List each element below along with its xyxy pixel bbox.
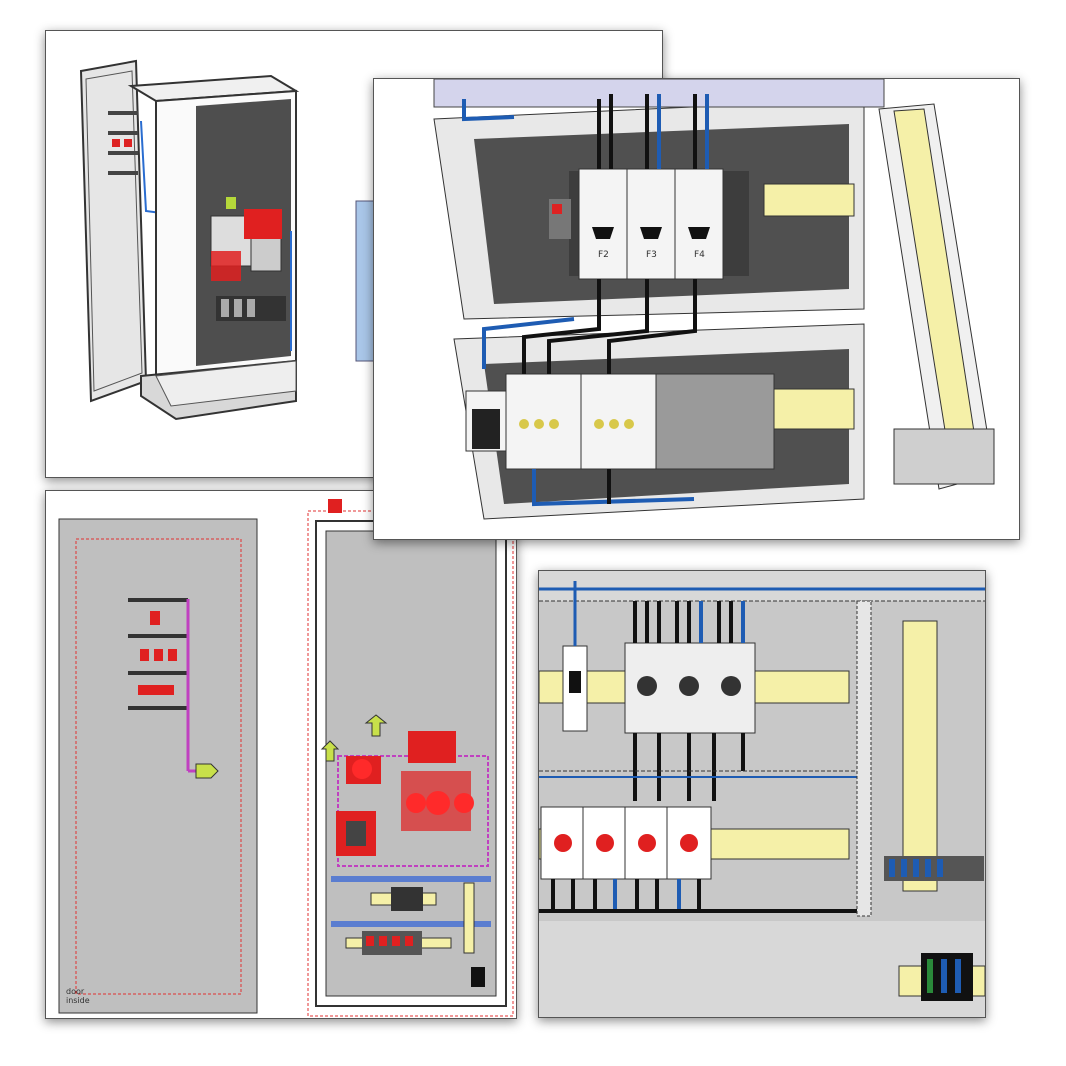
circuit-breaker-group [549,168,749,280]
front-layout-drawing [46,491,516,1018]
front-view-panel: door inside [45,490,517,1019]
breaker-labels: F2 F3 F4 [598,250,705,260]
zoom-wire-bundle [462,94,709,507]
top-wire-bundle [633,601,745,643]
mid-wire-bundle [633,733,745,801]
zoom-view-panel: F2 F3 F4 [373,78,1020,540]
detail-layout-drawing [539,571,985,1017]
detail-view-panel [538,570,986,1018]
breaker-label-f3: F3 [646,250,657,260]
breaker-label-f4: F4 [694,250,705,260]
contactor-group [465,373,995,485]
breaker-label-f2: F2 [598,250,609,260]
door-label-line2: inside [66,996,90,1005]
door-label: door inside [66,987,90,1005]
zoom-3d-drawing: F2 F3 F4 [374,79,1019,539]
door-label-line1: door [66,987,85,996]
bottom-wire-bundle [551,879,701,911]
